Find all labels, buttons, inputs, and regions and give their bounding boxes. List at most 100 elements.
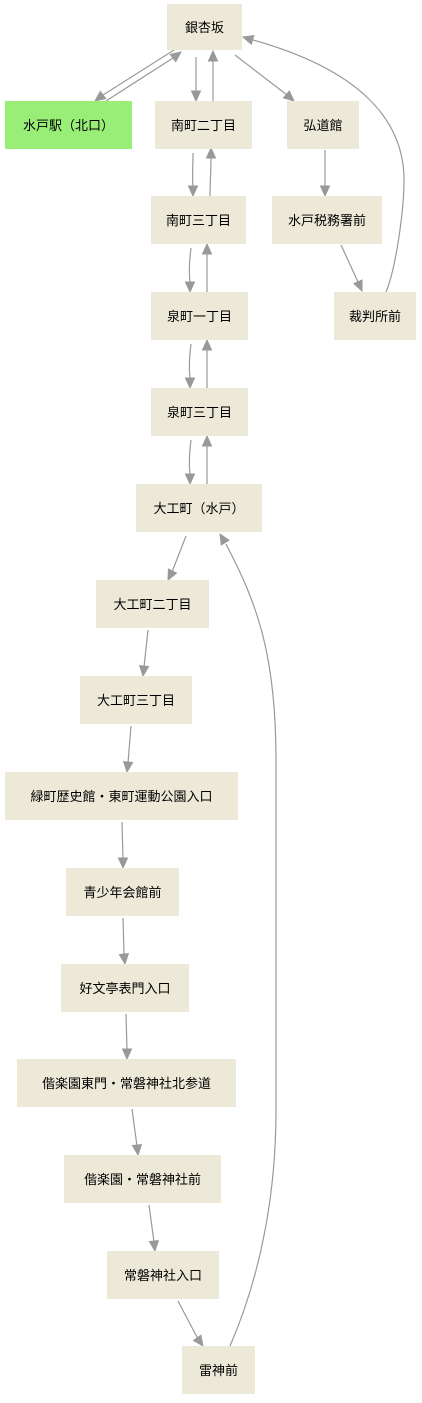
node-label: 大工町三丁目 <box>97 694 175 709</box>
node-box <box>155 101 252 149</box>
arrowhead-icon <box>184 473 196 486</box>
edge-line <box>121 821 124 860</box>
node-label: 緑町歴史館・東町運動公園入口 <box>30 789 212 805</box>
node-box <box>5 101 132 149</box>
edge-minami3-to-izumi1 <box>184 247 196 294</box>
node-izumi1: 泉町一丁目 <box>151 292 248 340</box>
arrowhead-icon <box>282 90 295 102</box>
edge-line <box>122 917 125 956</box>
node-label: 偕楽園東門・常磐神社北参道 <box>42 1076 211 1092</box>
arrowhead-icon <box>169 51 182 63</box>
node-box <box>96 580 209 628</box>
edge-line <box>209 156 212 197</box>
edge-line <box>188 343 192 380</box>
node-label: 泉町一丁目 <box>167 309 232 325</box>
edge-raijin-to-daiku <box>219 532 277 1347</box>
edge-line <box>125 1013 128 1051</box>
node-label: 青少年会館前 <box>83 885 161 901</box>
edge-line <box>131 1108 138 1147</box>
edge-line <box>188 247 192 284</box>
node-box <box>17 1059 236 1107</box>
node-label: 南町二丁目 <box>171 118 236 134</box>
edge-izumi3-to-izumi1 <box>201 338 213 389</box>
node-daiku2: 大工町二丁目 <box>96 580 209 628</box>
edge-line <box>177 1300 199 1340</box>
arrowhead-icon <box>118 952 130 966</box>
edge-izumi1-to-minami3 <box>201 242 213 293</box>
node-box <box>80 676 192 724</box>
node-label: 常磐神社入口 <box>124 1268 202 1284</box>
arrowhead-icon <box>122 760 134 774</box>
node-box <box>61 964 189 1012</box>
edge-minami2-to-ginkyozaka <box>207 49 219 101</box>
node-label: 雷神前 <box>199 1363 238 1379</box>
node-label: 偕楽園・常磐神社前 <box>84 1172 201 1188</box>
edge-line <box>105 57 174 102</box>
edge-izumi3-to-daiku <box>184 439 196 486</box>
node-zeimusho: 水戸税務署前 <box>272 196 382 244</box>
node-box <box>5 772 238 820</box>
node-mito-station: 水戸駅（北口） <box>5 101 132 149</box>
node-box <box>64 1155 221 1203</box>
node-box <box>151 388 248 436</box>
edge-kodokan-to-zeimusho <box>319 150 331 198</box>
edge-line <box>225 543 277 1347</box>
node-label: 水戸駅（北口） <box>23 119 114 134</box>
arrowhead-icon <box>319 185 331 198</box>
arrowhead-icon <box>241 34 255 46</box>
edge-ginkyozaka-to-mito_station <box>94 49 175 102</box>
arrowhead-icon <box>121 1048 133 1061</box>
edge-line <box>340 244 359 283</box>
node-box <box>136 484 262 532</box>
edge-kairakuen_east-to-kairakuen <box>131 1108 143 1157</box>
node-label: 大工町（水戸） <box>153 502 244 517</box>
edge-izumi1-to-izumi3 <box>184 343 196 390</box>
node-label: 南町三丁目 <box>166 213 231 229</box>
node-box <box>107 1251 219 1299</box>
edge-minami2-to-minami3 <box>187 152 199 198</box>
node-kodokan: 弘道館 <box>287 101 359 149</box>
edge-daiku3-to-midori <box>122 725 134 774</box>
node-label: 銀杏坂 <box>185 21 224 36</box>
arrowhead-icon <box>207 49 219 62</box>
arrowhead-icon <box>187 185 199 198</box>
edge-seishonen-to-kobuntei <box>118 917 130 966</box>
node-label: 大工町二丁目 <box>113 598 191 613</box>
node-box <box>151 196 246 244</box>
edge-kairakuen-to-tokiwa <box>148 1204 160 1253</box>
arrowhead-icon <box>201 434 213 447</box>
node-label: 泉町三丁目 <box>167 405 232 421</box>
edge-saibansho-to-ginkyozaka <box>241 34 405 293</box>
arrowhead-icon <box>201 338 213 351</box>
edge-line <box>234 54 288 96</box>
arrowhead-icon <box>205 146 217 159</box>
edge-ginkyozaka-to-minami2 <box>190 57 202 103</box>
arrowhead-icon <box>131 1143 143 1157</box>
node-midori: 緑町歴史館・東町運動公園入口 <box>5 772 238 820</box>
edge-tokiwa-to-raijin <box>177 1300 204 1347</box>
arrowhead-icon <box>94 90 107 102</box>
edge-line <box>252 39 405 293</box>
node-label: 好文亭表門入口 <box>79 981 170 997</box>
node-label: 裁判所前 <box>349 309 401 325</box>
edge-daiku-to-daiku2 <box>167 535 187 582</box>
node-raijin: 雷神前 <box>182 1346 255 1394</box>
node-kairakuen: 偕楽園・常磐神社前 <box>64 1155 221 1203</box>
edge-line <box>148 1204 155 1243</box>
edge-daiku2-to-daiku3 <box>138 629 150 678</box>
node-izumi3: 泉町三丁目 <box>151 388 248 436</box>
node-box <box>151 292 248 340</box>
edge-minami3-to-minami2 <box>205 146 217 197</box>
node-daiku3: 大工町三丁目 <box>80 676 192 724</box>
edge-kobuntei-to-kairakuen_east <box>121 1013 133 1061</box>
edge-line <box>102 49 175 96</box>
node-seishonen: 青少年会館前 <box>66 868 179 916</box>
node-kairakuen-east: 偕楽園東門・常磐神社北参道 <box>17 1059 236 1107</box>
node-daiku: 大工町（水戸） <box>136 484 262 532</box>
node-box <box>182 1346 255 1394</box>
edge-line <box>143 629 149 668</box>
node-box <box>287 101 359 149</box>
arrowhead-icon <box>192 1334 204 1347</box>
